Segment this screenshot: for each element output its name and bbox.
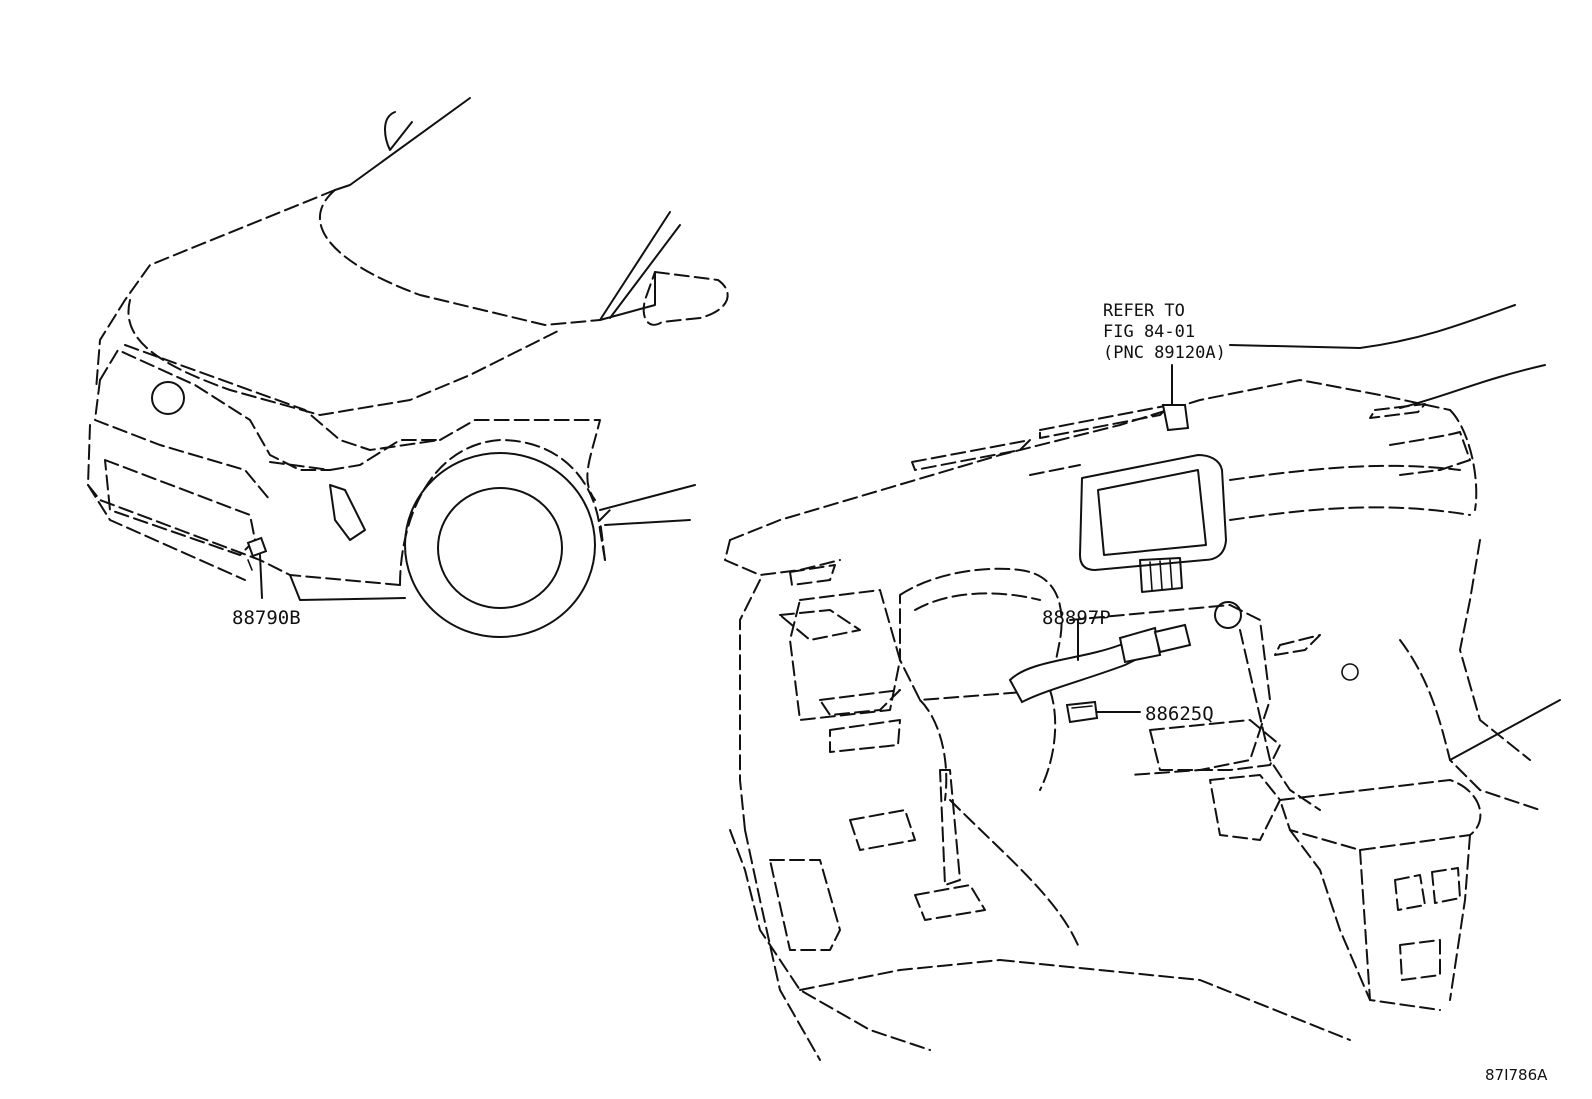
front-wheel-rim — [437, 487, 563, 609]
bumper-skirt — [289, 574, 406, 601]
fender-line — [439, 419, 601, 501]
brake-pedal — [849, 809, 916, 851]
cabin-sensor-part — [1065, 700, 1141, 724]
emblem — [151, 381, 185, 415]
switch-panel — [819, 689, 901, 716]
fog-lamp-housing — [329, 484, 366, 541]
lower-grille — [104, 459, 256, 556]
center-vent — [1139, 557, 1183, 593]
interior-dashboard-view — [724, 304, 1561, 1061]
left-side-vent — [789, 564, 836, 586]
arch-edge — [599, 509, 611, 561]
accelerator-arm — [939, 769, 961, 886]
dash-right-end — [1449, 409, 1478, 511]
rear-vent-left — [1394, 874, 1426, 911]
instrument-cluster — [899, 567, 1063, 701]
wheel-arch — [399, 439, 606, 586]
console-rear — [1449, 834, 1471, 1001]
windshield-edge — [334, 97, 471, 191]
mirror-arm — [599, 271, 656, 321]
figure-code: 87I786A — [1485, 1066, 1548, 1084]
a-pillar-inner — [609, 224, 681, 319]
shifter-bezel — [1209, 774, 1281, 841]
door-opening — [1449, 699, 1561, 761]
grille-top — [124, 344, 441, 451]
mirror-top — [384, 111, 413, 151]
defrost-vent-left — [911, 439, 1031, 471]
grille-lower — [94, 379, 271, 501]
grille-upper — [99, 349, 331, 471]
dash-left-panel — [739, 579, 761, 831]
hood-outline — [95, 189, 336, 391]
right-kick-panel — [1399, 639, 1541, 811]
reference-note-line2: FIG 84-01 — [1103, 322, 1195, 342]
defrost-vent-right — [1039, 404, 1171, 439]
lower-switch — [829, 719, 901, 753]
windshield-base — [1229, 304, 1516, 349]
right-knob — [1341, 663, 1359, 681]
side-sill-lower — [604, 519, 691, 526]
bumper-lower-lip — [87, 484, 246, 581]
front-tire — [404, 452, 596, 638]
callout-88790b: 88790B — [232, 607, 301, 629]
tunnel-left — [949, 799, 1081, 951]
display-panel — [1097, 469, 1207, 556]
floor-front-edge — [999, 959, 1351, 1041]
dash-left-end — [724, 539, 841, 576]
side-defrost-vent — [1369, 403, 1426, 419]
reference-note-line1: REFER TO — [1103, 301, 1185, 321]
callout-88897p: 88897P — [1042, 607, 1111, 629]
rear-outlet — [1399, 939, 1441, 981]
floor-left — [729, 829, 931, 1051]
display-hood — [1029, 464, 1081, 476]
reference-note-line3: (PNC 89120A) — [1103, 343, 1226, 363]
cluster-visor — [914, 592, 1041, 611]
hood-front-edge — [127, 299, 561, 416]
dash-mid-line — [1229, 464, 1461, 481]
steering-column — [919, 699, 948, 801]
leader-line-88790b — [259, 554, 263, 599]
floor-center — [799, 959, 1001, 991]
harness-part — [1008, 619, 1192, 704]
a-pillar — [599, 211, 671, 321]
windshield-right — [1399, 364, 1546, 409]
right-lower-vent — [1274, 634, 1321, 656]
headlamp — [269, 439, 441, 471]
column-cover — [1039, 689, 1057, 791]
right-dash-trim — [1459, 539, 1531, 761]
door-sill-left — [744, 829, 821, 1061]
side-mirror — [642, 271, 729, 326]
callout-88625q: 88625Q — [1145, 703, 1214, 725]
vehicle-front-view — [87, 97, 729, 638]
left-vent — [779, 609, 861, 641]
glovebox-left — [789, 589, 901, 721]
rear-vent-right — [1431, 867, 1461, 904]
dash-lower-line — [1229, 506, 1471, 521]
accelerator-pad — [914, 884, 986, 921]
hood-crease — [318, 189, 601, 326]
dash-top-edge — [729, 379, 1451, 541]
display-screen — [1079, 454, 1227, 571]
footrest — [769, 859, 841, 951]
center-stack-right-edge — [1239, 629, 1321, 811]
dash-sensor-reference — [1161, 364, 1190, 432]
start-button — [1214, 601, 1242, 629]
console-armrest — [1279, 779, 1482, 851]
side-sill-upper — [599, 484, 696, 511]
front-sensor-part — [246, 536, 268, 599]
cup-holder-tray — [1149, 719, 1281, 771]
console-side — [1289, 829, 1441, 1011]
right-vent-housing — [1389, 431, 1471, 476]
console-front-edge — [1359, 849, 1371, 1001]
